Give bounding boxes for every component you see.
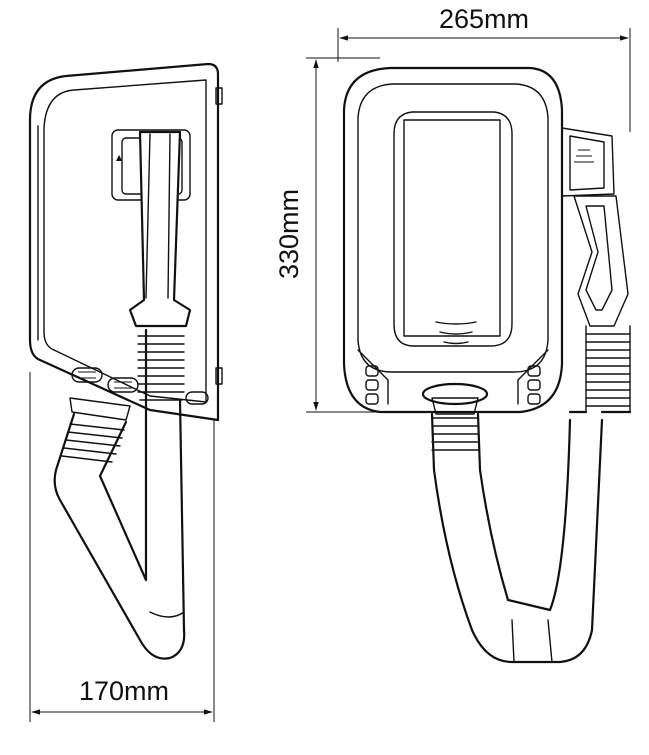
width-dimension: 265mm: [337, 4, 631, 132]
svg-text:▲: ▲: [116, 153, 123, 162]
depth-dimension: 170mm: [29, 372, 215, 722]
depth-label: 170mm: [79, 676, 169, 706]
height-label: 330mm: [274, 189, 304, 279]
width-label: 265mm: [439, 4, 529, 34]
front-view: [342, 66, 632, 664]
height-dimension: 330mm: [274, 57, 380, 413]
side-view: ▲: [28, 62, 223, 660]
